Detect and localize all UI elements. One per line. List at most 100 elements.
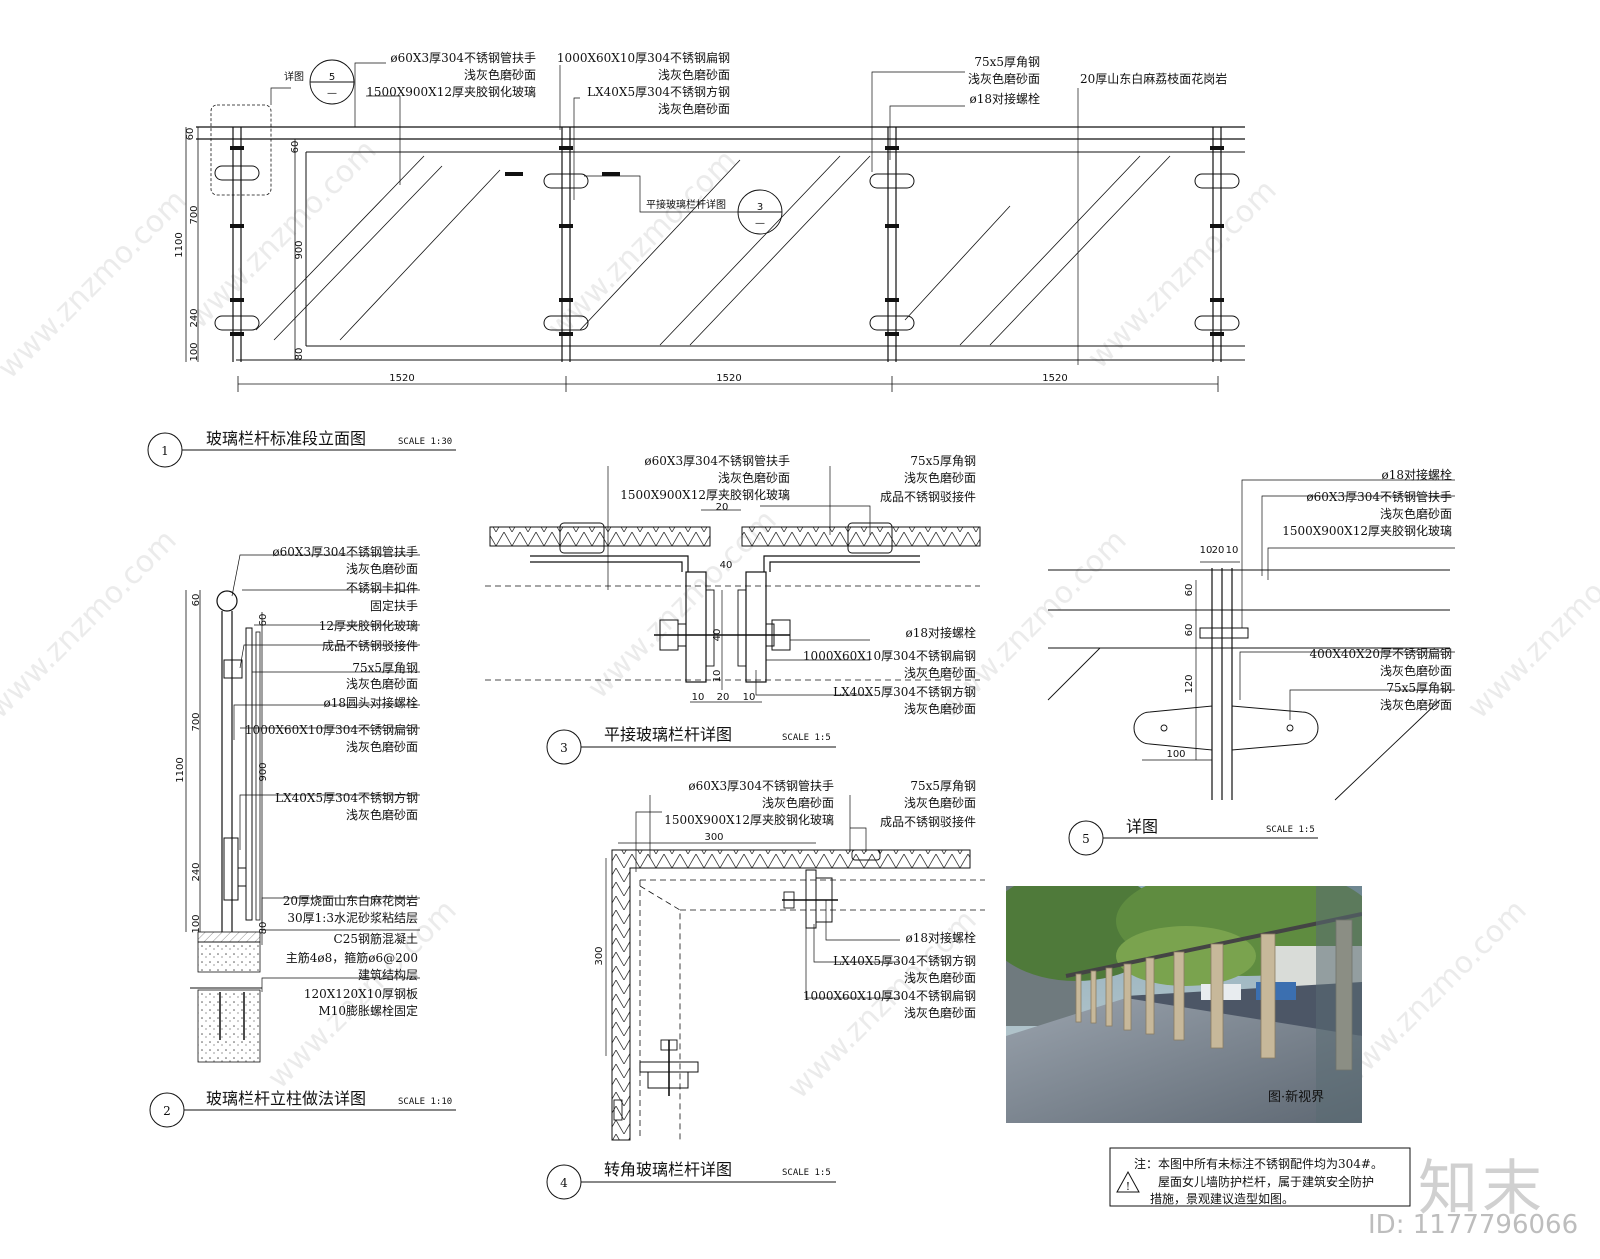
note: 75x5厚角钢 — [352, 661, 418, 675]
drawing-1-elevation — [185, 59, 1245, 392]
drawing-title: 详图 — [1126, 817, 1158, 836]
drawing-scale: SCALE 1:30 — [398, 437, 452, 447]
note: 浅灰色磨砂面 — [346, 677, 418, 691]
dim-label: 40 — [720, 560, 733, 571]
watermark-text: www.znzmo.com — [541, 143, 744, 346]
watermark-text: www.znzmo.com — [1081, 173, 1284, 376]
note: 1500X900X12厚夹胶钢化玻璃 — [664, 812, 834, 827]
drawing-title: 玻璃栏杆标准段立面图 — [206, 429, 366, 448]
note-box: ! 注：本图中所有未标注不锈钢配件均为304#。 屋面女儿墙防护栏杆，属于建筑安… — [1109, 1147, 1411, 1207]
dim-label: 60 — [185, 128, 196, 141]
note: 400X40X20厚不锈钢扁钢 — [1309, 647, 1452, 661]
watermark-text: www.znzmo.com — [0, 183, 194, 386]
note: ø60X3厚304不锈钢管扶手 — [1306, 489, 1452, 504]
note: 主筋4ø8，箍筋ø6@200 — [286, 950, 418, 965]
dim-label: 20 — [716, 502, 729, 513]
note: 浅灰色磨砂面 — [346, 808, 418, 822]
note: 1000X60X10厚304不锈钢扁钢 — [803, 989, 976, 1003]
drawing-1-labels: 详图 5 — 平接玻璃栏杆详图 3 — ø60X3厚304不锈钢管扶手 浅灰色磨… — [174, 50, 1227, 384]
note: LX40X5厚304不锈钢方钢 — [275, 790, 418, 805]
detail-ref-label: 详图 — [284, 70, 304, 83]
drawing-3-flat-joint — [485, 466, 981, 703]
note: 浅灰色磨砂面 — [904, 1006, 976, 1020]
dim-label: 100 — [191, 914, 202, 933]
drawing-5-labels: ø18对接螺栓 ø60X3厚304不锈钢管扶手 浅灰色磨砂面 1500X900X… — [1166, 467, 1452, 760]
note: 浅灰色磨砂面 — [346, 740, 418, 754]
note: 浅灰色磨砂面 — [464, 68, 536, 82]
watermark-text: www.znzmo.com — [0, 523, 184, 726]
dim-label: 1100 — [174, 232, 185, 257]
watermark-text: www.znzmo.com — [1461, 523, 1600, 726]
note: ø60X3厚304不锈钢管扶手 — [272, 544, 418, 559]
dim-label: 80 — [294, 348, 305, 361]
dim-label: 10 — [1226, 545, 1239, 556]
reference-photo: 图·新视界 — [1006, 886, 1362, 1123]
dim-label: 240 — [191, 862, 202, 881]
dim-label: 80 — [258, 922, 269, 935]
note: ø60X3厚304不锈钢管扶手 — [644, 453, 790, 468]
drawing-3-title-block: 3 平接玻璃栏杆详图 SCALE 1:5 — [546, 725, 836, 765]
drawing-number: 4 — [560, 1176, 568, 1190]
detail-ref-sheet: — — [327, 88, 337, 99]
note: LX40X5厚304不锈钢方钢 — [587, 84, 730, 99]
drawing-title: 平接玻璃栏杆详图 — [604, 725, 732, 744]
dim-label: 20 — [717, 692, 730, 703]
drawing-2-title-block: 2 玻璃栏杆立柱做法详图 SCALE 1:10 — [149, 1089, 456, 1128]
note: 浅灰色磨砂面 — [1380, 698, 1452, 712]
dim-label: 1520 — [389, 373, 414, 384]
note: 20厚烧面山东白麻花岗岩 — [283, 893, 418, 908]
note: 浅灰色磨砂面 — [658, 68, 730, 82]
note: 75x5厚角钢 — [1386, 681, 1452, 695]
dim-label: 100 — [189, 342, 200, 361]
dim-label: 300 — [704, 832, 723, 843]
drawing-4-labels: ø60X3厚304不锈钢管扶手 浅灰色磨砂面 1500X900X12厚夹胶钢化玻… — [594, 778, 976, 1020]
note: C25钢筋混凝土 — [334, 931, 418, 946]
dim-label: 700 — [189, 205, 200, 224]
dim-label: 1520 — [1042, 373, 1067, 384]
detail-ref-number: 5 — [329, 72, 335, 83]
dim-label: 60 — [258, 614, 269, 627]
note: ø18对接螺栓 — [906, 625, 977, 640]
note: 30厚1:3水泥砂浆粘结层 — [287, 910, 418, 925]
note: 浅灰色磨砂面 — [904, 702, 976, 716]
dim-label: 900 — [294, 240, 305, 259]
drawing-number: 2 — [163, 1104, 171, 1118]
dim-label: 240 — [189, 308, 200, 327]
note-line: 措施，景观建议造型如图。 — [1150, 1191, 1294, 1206]
note: 1000X60X10厚304不锈钢扁钢 — [245, 723, 418, 737]
drawing-title: 转角玻璃栏杆详图 — [604, 1160, 732, 1179]
note: 20厚山东白麻荔枝面花岗岩 — [1080, 71, 1227, 86]
note: 浅灰色磨砂面 — [904, 471, 976, 485]
drawing-number: 1 — [161, 444, 169, 458]
note: 浅灰色磨砂面 — [904, 971, 976, 985]
note: ø18圆头对接螺栓 — [324, 695, 419, 710]
drawing-1-title-block: 1 玻璃栏杆标准段立面图 SCALE 1:30 — [147, 429, 456, 468]
detail-ref-label: 平接玻璃栏杆详图 — [646, 198, 726, 211]
note: ø60X3厚304不锈钢管扶手 — [688, 778, 834, 793]
note: 浅灰色磨砂面 — [968, 72, 1040, 86]
drawing-4-corner — [605, 795, 985, 1141]
note: 1000X60X10厚304不锈钢扁钢 — [803, 649, 976, 663]
note: 成品不锈钢驳接件 — [880, 489, 976, 504]
dim-label: 1520 — [716, 373, 741, 384]
note: 浅灰色磨砂面 — [904, 796, 976, 810]
drawing-number: 5 — [1082, 832, 1090, 846]
note: M10膨胀螺栓固定 — [318, 1003, 418, 1018]
note: ø18对接螺栓 — [970, 91, 1041, 106]
dim-label: 60 — [1184, 624, 1195, 637]
note: ø18对接螺栓 — [906, 930, 977, 945]
drawing-2-post-section — [185, 554, 420, 1063]
dim-label: 10 — [1200, 545, 1213, 556]
drawing-2-labels: ø60X3厚304不锈钢管扶手 浅灰色磨砂面 不锈钢卡扣件 固定扶手 12厚夹胶… — [175, 544, 418, 1018]
note: 固定扶手 — [370, 598, 418, 613]
note: LX40X5厚304不锈钢方钢 — [833, 684, 976, 699]
note: 75x5厚角钢 — [910, 454, 976, 468]
dim-label: 40 — [712, 629, 723, 642]
dim-label: 10 — [743, 692, 756, 703]
note: 120X120X10厚钢板 — [304, 987, 418, 1001]
note-line: 注：本图中所有未标注不锈钢配件均为304#。 — [1134, 1156, 1383, 1171]
note: ø18对接螺栓 — [1382, 467, 1453, 482]
dim-label: 900 — [258, 762, 269, 781]
note: 1500X900X12厚夹胶钢化玻璃 — [620, 487, 790, 502]
